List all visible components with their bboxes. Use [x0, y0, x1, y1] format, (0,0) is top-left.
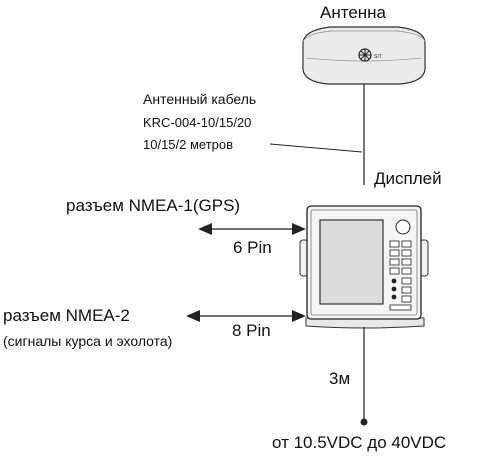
nmea1-arrow — [198, 223, 306, 235]
nmea2-label: разъем NMEA-2 — [3, 306, 130, 325]
nmea1-label: разъем NMEA-1(GPS) — [66, 196, 241, 215]
display-unit-icon — [299, 205, 429, 329]
power-cable-length: 3м — [329, 369, 351, 388]
svg-text:SIT: SIT — [374, 54, 382, 60]
antenna-title: Антенна — [320, 3, 387, 22]
antenna-cable-label: Антенный кабель — [143, 91, 257, 107]
nmea1-pins: 6 Pin — [233, 238, 272, 257]
nmea2-pins: 8 Pin — [232, 321, 271, 340]
antenna-cable-length: 10/15/2 метров — [143, 137, 234, 152]
display-title: Дисплей — [374, 169, 442, 188]
nmea2-arrow — [186, 310, 306, 322]
cable-leader-line — [269, 143, 363, 153]
antenna-cable-model: KRC-004-10/15/20 — [143, 115, 252, 130]
antenna-icon: SIT — [302, 26, 426, 85]
power-connector-dot — [360, 418, 368, 426]
nmea2-note: (сигналы курса и эхолота) — [3, 333, 173, 349]
power-voltage: от 10.5VDC до 40VDC — [272, 433, 447, 452]
